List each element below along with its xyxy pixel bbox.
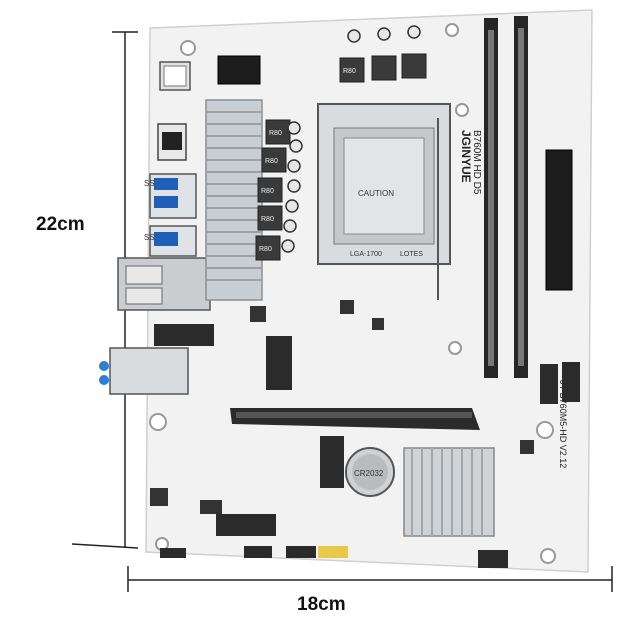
- vrm-heatsink: [205, 99, 263, 301]
- choke-label: R80: [269, 130, 282, 137]
- socket-base-text: LOTES: [400, 251, 423, 258]
- width-dimension-line: [127, 566, 613, 592]
- brand-text: JGINYUE: [459, 130, 473, 183]
- capacitors: [281, 25, 421, 253]
- model-version-text: JY-B760M5-HD V2.12: [558, 380, 568, 468]
- model-text: B760M HD D5: [471, 130, 482, 195]
- socket-lga-text: LGA-1700: [350, 251, 382, 258]
- choke-label: R80: [265, 158, 278, 165]
- pcie-x16-slot: [230, 408, 480, 430]
- vrm-chokes: [255, 53, 427, 261]
- usb-labels: SS SS: [144, 179, 155, 242]
- misc-chips: [150, 300, 534, 514]
- dimm-slots: [484, 16, 528, 378]
- usb-label: SS: [144, 233, 155, 242]
- choke-label: R80: [261, 188, 274, 195]
- cmos-battery: CR2032: [345, 447, 395, 497]
- cpu-socket: CAUTION LGA-1700 LOTES: [317, 103, 451, 300]
- sata-ports: [478, 362, 580, 568]
- socket-caution-text: CAUTION: [358, 189, 394, 198]
- usb-label: SS: [144, 179, 155, 188]
- front-headers: [160, 546, 348, 558]
- rear-io: [99, 61, 211, 395]
- width-dimension-label: 18cm: [297, 594, 346, 615]
- choke-labels: R80 R80 R80 R80 R80 R80: [259, 68, 356, 253]
- pcie-x1-slot-top: [154, 324, 214, 346]
- choke-label: R80: [343, 68, 356, 75]
- height-dimension-label: 22cm: [36, 214, 85, 235]
- chipset-heatsink: [403, 447, 495, 537]
- pcie-x1-slot-bottom: [216, 514, 276, 536]
- cpu-power-connector: [217, 55, 261, 85]
- mounting-holes: [149, 23, 556, 564]
- choke-label: R80: [261, 216, 274, 223]
- atx-power-connector: [545, 149, 573, 291]
- m2-slot-top: [266, 336, 292, 390]
- cmos-battery-text: CR2032: [354, 469, 384, 478]
- m2-slot-bottom: [320, 436, 344, 488]
- choke-label: R80: [259, 246, 272, 253]
